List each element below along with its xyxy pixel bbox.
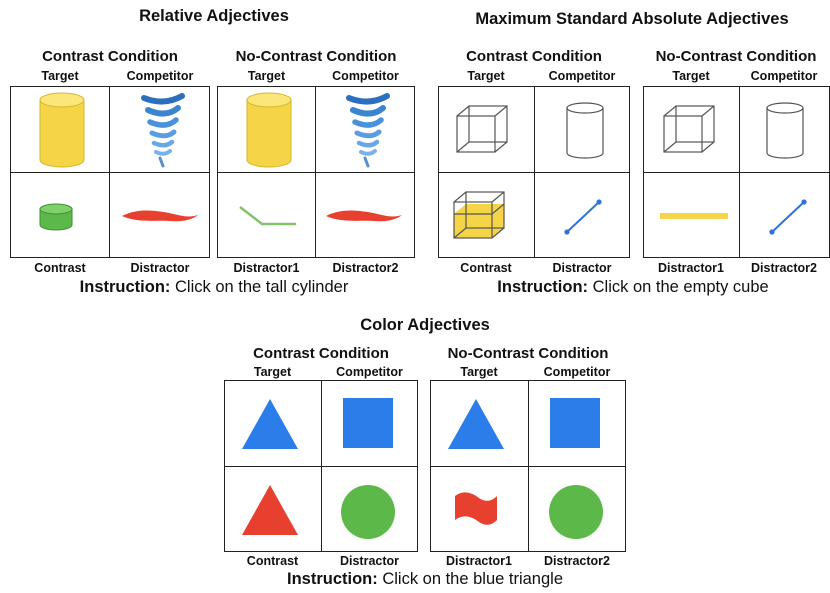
absolute-contrast-target-label: Target: [467, 69, 505, 83]
tall-yellow-cylinder-icon: [246, 92, 292, 168]
absolute-contrast-competitor-label: Competitor: [548, 69, 616, 83]
color-instruction-prefix: Instruction:: [286, 570, 378, 588]
green-circle-icon: [549, 485, 603, 539]
relative-nocontrast-title: No-Contrast Condition: [235, 48, 397, 65]
color-contrast-title: Contrast Condition: [253, 345, 389, 362]
color-contrast-contrast-label: Contrast: [246, 554, 299, 568]
color-instruction-text: Click on the blue triangle: [377, 570, 564, 588]
relative-instruction-text: Click on the tall cylinder: [170, 278, 349, 296]
relative-nocontrast-target-label: Target: [247, 69, 286, 83]
relative-instruction-prefix: Instruction:: [79, 278, 171, 296]
color-nocontrast-target-label: Target: [460, 365, 498, 379]
absolute-nocontrast-distractor2-label: Distractor2: [751, 261, 817, 275]
color-nocontrast-distractor2-label: Distractor2: [544, 554, 610, 568]
color-contrast-target-label: Target: [253, 365, 292, 379]
color-instruction: Instruction: Click on the blue triangle: [225, 570, 625, 589]
color-nocontrast-title: No-Contrast Condition: [447, 345, 609, 362]
absolute-contrast-distractor-label: Distractor: [552, 261, 612, 275]
color-contrast-competitor-label: Competitor: [336, 365, 403, 379]
absolute-nocontrast-target-label: Target: [672, 69, 710, 83]
red-wave-icon: [326, 210, 402, 222]
relative-contrast-grid: [10, 86, 210, 258]
absolute-contrast-contrast-label: Contrast: [460, 261, 512, 275]
absolute-nocontrast-distractor1-label: Distractor1: [658, 261, 724, 275]
color-nocontrast-grid: [430, 380, 626, 552]
absolute-contrast-grid: [438, 86, 630, 258]
filled-cube-icon: [453, 191, 505, 239]
relative-contrast-target-label: Target: [41, 69, 79, 83]
blue-spiral-icon: [141, 93, 185, 168]
blue-square-icon: [343, 398, 393, 448]
absolute-instruction: Instruction: Click on the empty cube: [436, 278, 830, 297]
relative-contrast-competitor-label: Competitor: [126, 69, 194, 83]
relative-nocontrast-competitor-label: Competitor: [332, 69, 399, 83]
empty-cylinder-icon: [766, 102, 804, 159]
color-section-title: Color Adjectives: [360, 316, 490, 334]
blue-square-icon: [550, 398, 600, 448]
relative-section-title: Relative Adjectives: [139, 7, 289, 25]
red-triangle-icon: [242, 485, 298, 535]
empty-cylinder-icon: [566, 102, 604, 159]
short-green-cylinder-icon: [39, 203, 73, 231]
color-nocontrast-competitor-label: Competitor: [543, 365, 611, 379]
empty-cube-icon: [663, 105, 715, 153]
bent-green-line-icon: [239, 206, 296, 226]
yellow-bar-icon: [660, 213, 728, 219]
absolute-nocontrast-competitor-label: Competitor: [750, 69, 818, 83]
relative-contrast-contrast-label: Contrast: [34, 261, 86, 275]
empty-cube-icon: [456, 105, 508, 153]
relative-nocontrast-distractor1-label: Distractor1: [233, 261, 300, 275]
blue-triangle-icon: [242, 399, 298, 449]
blue-line-segment-icon: [564, 199, 602, 235]
absolute-nocontrast-title: No-Contrast Condition: [655, 48, 817, 65]
relative-instruction: Instruction: Click on the tall cylinder: [0, 278, 428, 297]
color-contrast-grid: [224, 380, 418, 552]
absolute-section-title: Maximum Standard Absolute Adjectives: [475, 10, 789, 28]
relative-nocontrast-distractor2-label: Distractor2: [332, 261, 399, 275]
red-flag-icon: [455, 492, 497, 525]
red-wave-icon: [122, 210, 198, 222]
relative-contrast-distractor-label: Distractor: [130, 261, 190, 275]
color-nocontrast-distractor1-label: Distractor1: [446, 554, 512, 568]
blue-spiral-icon: [346, 93, 390, 168]
relative-nocontrast-grid: [217, 86, 415, 258]
absolute-instruction-prefix: Instruction:: [497, 278, 589, 296]
blue-line-segment-icon: [769, 199, 807, 235]
tall-yellow-cylinder-icon: [39, 92, 85, 168]
absolute-contrast-title: Contrast Condition: [466, 48, 602, 65]
color-contrast-distractor-label: Distractor: [339, 554, 400, 568]
relative-contrast-title: Contrast Condition: [42, 48, 178, 65]
green-circle-icon: [341, 485, 395, 539]
absolute-instruction-text: Click on the empty cube: [588, 278, 769, 296]
blue-triangle-icon: [448, 399, 504, 449]
